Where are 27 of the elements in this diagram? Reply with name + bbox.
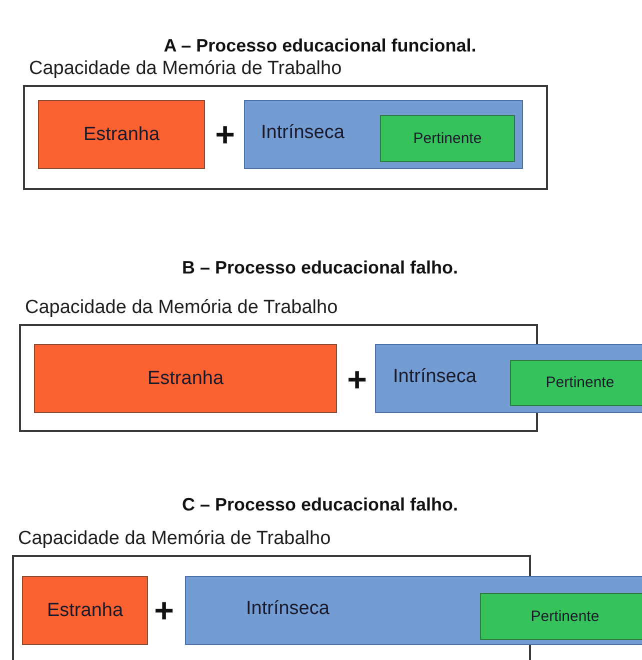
- intrinsic-load-box: [244, 100, 523, 169]
- plus-sign: +: [154, 594, 174, 628]
- intrinsic-load-box: [185, 576, 642, 645]
- germane-load-box: [480, 593, 642, 640]
- plus-sign: +: [347, 363, 367, 397]
- box-label: Pertinente: [413, 128, 482, 148]
- box-heading: Capacidade da Memória de Trabalho: [29, 57, 342, 81]
- plus-sign: +: [215, 118, 235, 152]
- extraneous-load-box: [34, 344, 337, 413]
- box-label: Intrínseca: [261, 121, 344, 145]
- germane-load-box: [510, 360, 642, 406]
- box-heading: Capacidade da Memória de Trabalho: [18, 527, 331, 551]
- box-heading: Capacidade da Memória de Trabalho: [25, 296, 338, 320]
- box-label: Estranha: [46, 598, 124, 622]
- panel-title: A – Processo educacional funcional.: [164, 34, 476, 58]
- box-label: Pertinente: [530, 606, 600, 626]
- box-label: Estranha: [83, 122, 160, 146]
- box-label: Estranha: [147, 366, 224, 390]
- box-label: Intrínseca: [393, 365, 476, 389]
- extraneous-load-box: [38, 100, 205, 169]
- intrinsic-load-box: [375, 344, 642, 413]
- box-label: Pertinente: [546, 372, 614, 393]
- panel-title: C – Processo educacional falho.: [182, 494, 458, 516]
- panel-title: B – Processo educacional falho.: [182, 256, 458, 280]
- germane-load-box: [380, 115, 515, 162]
- extraneous-load-box: [22, 576, 148, 645]
- box-label: Intrínseca: [246, 597, 330, 621]
